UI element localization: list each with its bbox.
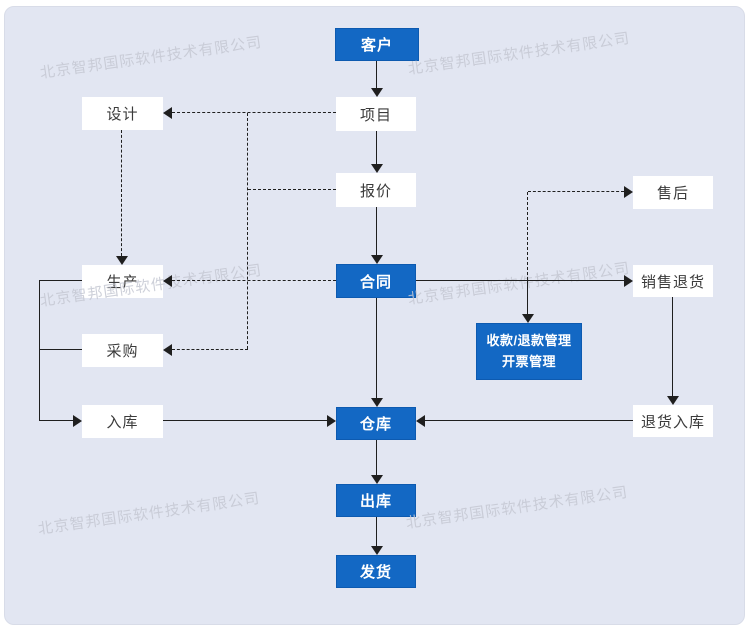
edge-project-design: [172, 112, 336, 113]
node-outbound: 出库: [336, 484, 416, 517]
node-shipment: 发货: [336, 555, 416, 588]
edge-design-production: [121, 130, 122, 256]
arrowhead-outbound: [371, 475, 383, 484]
arrowhead-return-inbound: [667, 396, 679, 405]
node-production: 生产: [82, 265, 163, 298]
edge-contract-sales-return: [416, 280, 624, 281]
edge-quote-branch: [248, 189, 336, 190]
arrowhead-payment: [522, 314, 534, 323]
payment-label-line1: 收款/退款管理: [486, 333, 572, 349]
arrowhead-quote: [371, 164, 383, 173]
arrowhead-warehouse-right: [416, 415, 425, 427]
edge-production-left: [39, 280, 82, 281]
arrowhead-shipment: [371, 546, 383, 555]
node-quote: 报价: [336, 173, 416, 207]
arrowhead-design: [163, 107, 172, 119]
arrowhead-aftersales: [624, 186, 633, 198]
node-return-inbound: 退货入库: [633, 405, 713, 437]
node-sales-return: 销售退货: [633, 265, 713, 297]
payment-label-line2: 开票管理: [501, 353, 556, 369]
arrowhead-warehouse-top: [371, 398, 383, 407]
edge-into-inbound: [39, 420, 73, 421]
edge-quote-contract: [376, 207, 377, 255]
arrowhead-contract: [371, 255, 383, 264]
edge-customer-project: [376, 61, 377, 88]
edge-returninbound-warehouse: [425, 420, 633, 421]
arrowhead-project: [371, 88, 383, 97]
node-purchase: 采购: [82, 334, 163, 367]
node-design: 设计: [82, 97, 163, 130]
node-contract: 合同: [336, 264, 416, 298]
edge-contract-warehouse: [376, 298, 377, 398]
arrowhead-production-top: [116, 256, 128, 265]
node-aftersales: 售后: [633, 176, 713, 209]
edge-outbound-shipment: [376, 517, 377, 546]
node-payment-management: 收款/退款管理 开票管理: [476, 323, 582, 380]
edge-inbound-warehouse: [163, 420, 327, 421]
node-inbound: 入库: [82, 405, 163, 438]
arrowhead-production-left: [163, 275, 172, 287]
edge-left-trunk: [39, 281, 40, 421]
edge-dashed-trunk: [247, 113, 248, 349]
edge-warehouse-outbound: [376, 440, 377, 475]
arrowhead-sales-return: [624, 275, 633, 287]
edge-project-quote: [376, 131, 377, 164]
edge-contract-production: [172, 280, 336, 281]
arrowhead-purchase: [163, 344, 172, 356]
edge-trunk-purchase: [172, 349, 248, 350]
arrowhead-warehouse-left: [327, 415, 336, 427]
node-project: 项目: [336, 97, 416, 131]
edge-purchase-left: [39, 349, 82, 350]
edge-dashed-aftersales-horizontal: [528, 191, 624, 192]
edge-dashed-aftersales-vertical: [527, 192, 528, 280]
edge-salesreturn-returninbound: [672, 297, 673, 396]
node-customer: 客户: [335, 28, 419, 61]
edge-contract-payment: [527, 281, 528, 314]
node-warehouse: 仓库: [336, 407, 416, 440]
arrowhead-inbound: [73, 415, 82, 427]
